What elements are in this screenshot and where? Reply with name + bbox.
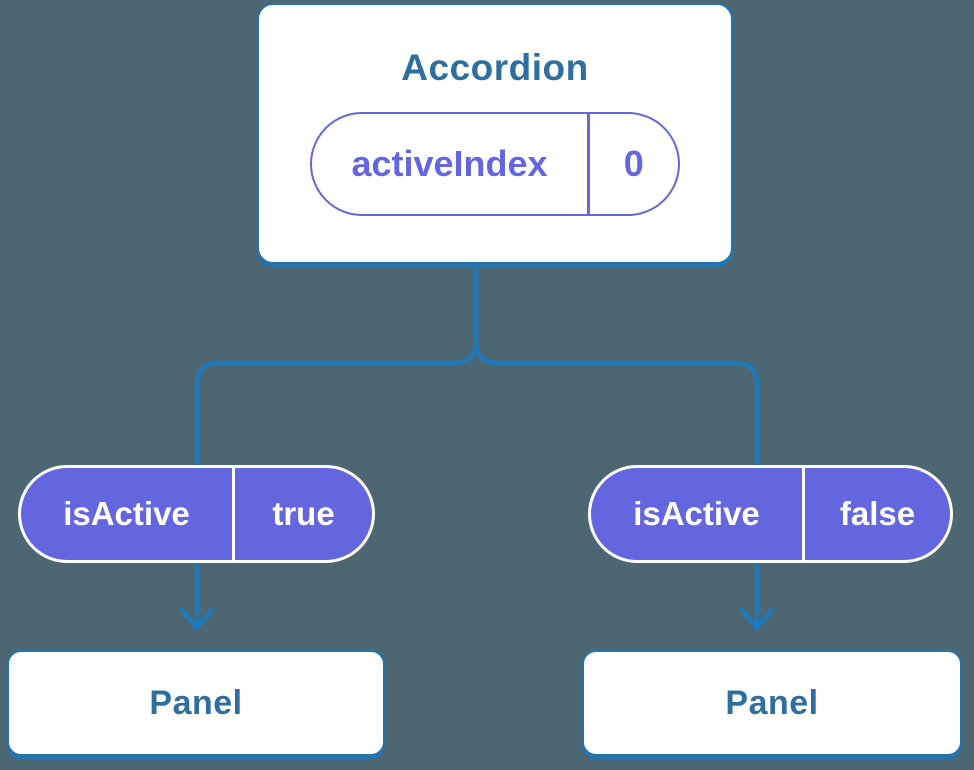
right-arrowhead: [739, 607, 775, 631]
state-pill-value: 0: [623, 143, 644, 184]
prop-pill-name: isActive: [63, 495, 190, 532]
panel-component-card-left: Panel: [7, 650, 385, 756]
active-index-state-pill: activeIndex 0: [310, 112, 680, 216]
panel-component-title: Panel: [725, 683, 819, 722]
prop-pill-divider: [802, 468, 805, 560]
prop-pill-value: true: [272, 495, 335, 532]
left-arrowhead: [179, 607, 215, 631]
prop-pill-value: false: [839, 495, 916, 532]
is-active-true-prop-pill: isActive true: [18, 465, 375, 563]
prop-pill-divider: [232, 468, 235, 560]
prop-pill-name: isActive: [633, 495, 760, 532]
right-branch-connector: [473, 338, 760, 631]
state-pill-divider: [587, 114, 590, 214]
panel-component-title: Panel: [149, 683, 243, 722]
state-pill-name: activeIndex: [351, 143, 548, 184]
trunk-and-left-branch-connector: [194, 253, 479, 631]
panel-component-card-right: Panel: [582, 650, 962, 756]
accordion-component-title: Accordion: [401, 47, 589, 88]
is-active-false-prop-pill: isActive false: [588, 465, 953, 563]
accordion-component-card: Accordion activeIndex 0: [257, 3, 733, 264]
